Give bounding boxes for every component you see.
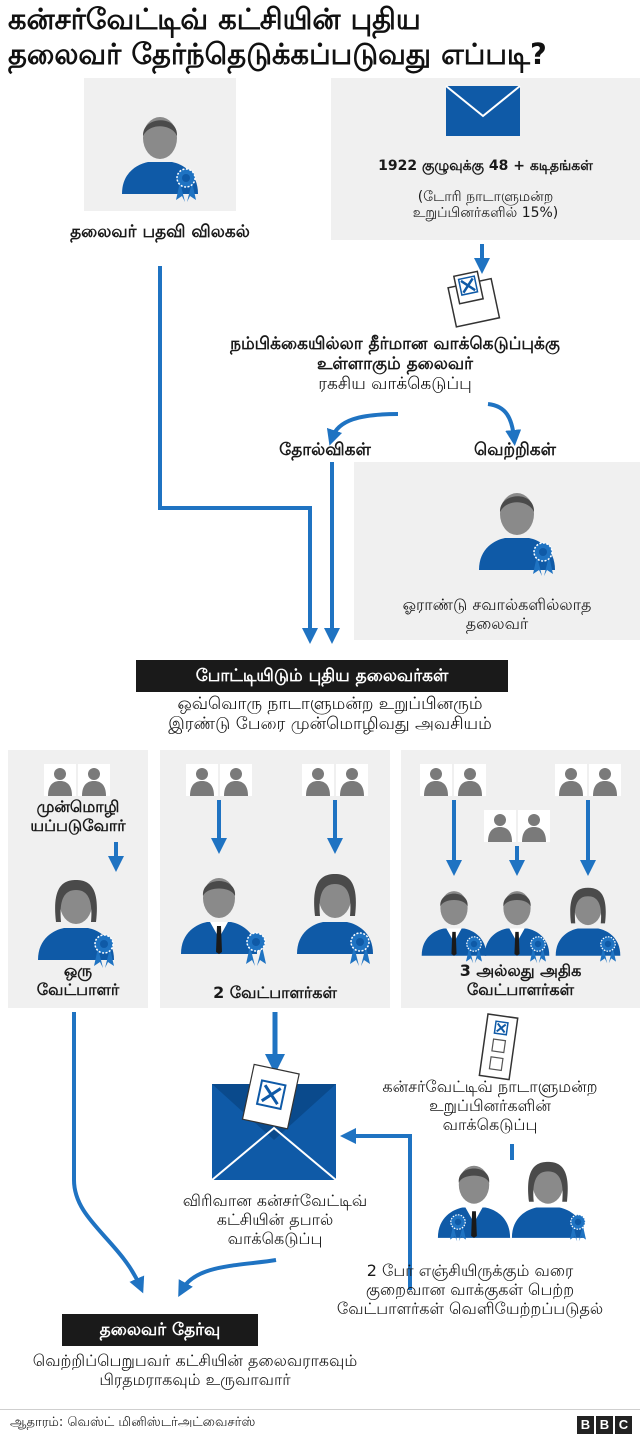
letters-block: 1922 குழுவுக்கு 48 + கடிதங்கள் (டோரி நாட… [331,158,640,222]
arrow-icon [340,1128,412,1290]
confidence-line-2: உள்ளாகும் தலைவர் [316,354,473,375]
letters-note-2: உறுப்பினர்களில் 15%) [412,205,559,222]
result-block: வெற்றிப்பெறுபவர் கட்சியின் தலைவராகவும் ப… [0,1351,390,1390]
bbc-logo-letter: C [615,1416,632,1434]
nominators-line-2: யப்படுவோர் [30,815,126,835]
win-caption-1: ஓராண்டு சவால்களில்லாத [402,595,592,614]
footer-divider [0,1409,640,1410]
result-line-2: பிரதமராகவும் உருவாவார் [99,1369,291,1389]
arrow-icon [178,1258,277,1298]
mp-vote-line-3: வாக்கெடுப்பு [442,1114,538,1134]
envelope-icon [211,1063,337,1181]
nominators-icon [420,764,486,796]
postal-vote-line-3: வாக்கெடுப்பு [227,1228,323,1248]
elimination-line-2: குறைவான வாக்குகள் பெற்ற [365,1279,575,1299]
three-candidates-line-1: 3 அல்லது அதிக [459,961,582,980]
three-candidates-line-2: வேட்பாளர்கள் [466,979,575,999]
ballot-box-icon [447,270,501,328]
leader-resigns-label: தலைவர் பதவி விலகல் [70,222,250,242]
one-candidate-line-2: வேட்பாளர் [36,979,120,999]
two-candidates-caption: 2 வேட்பாளர்கள் [213,983,337,1002]
win-label: வெற்றிகள் [474,440,556,460]
nominators-icon [302,764,368,796]
nominators-icon [44,764,110,796]
nominators-icon [555,764,621,796]
postal-vote-line-2: கட்சியின் தபால் [216,1209,334,1229]
title-line-1: கன்சர்வேட்டிவ் கட்சியின் புதிய [8,2,421,36]
three-candidates-caption: 3 அல்லது அதிக வேட்பாளர்கள் [401,961,640,1000]
envelope-icon [445,85,521,136]
mp-vote-line-1: கன்சர்வேட்டிவ் நாடாளுமன்ற [382,1077,598,1096]
bbc-logo: B B C [577,1416,632,1434]
candidates-rule-1: ஒவ்வொரு நாடாளுமன்ற உறுப்பினரும் [177,694,483,714]
arrow-icon [487,402,522,446]
letters-note-1: (டோரி நாடாளுமன்ற [417,188,554,205]
confidence-line-1: நம்பிக்கையில்லா தீர்மான வாக்கெடுப்புக்கு [230,334,560,354]
elimination-line-3: வேட்பாளர்கள் வெளியேற்றப்படுதல் [336,1298,604,1318]
one-candidate-line-1: ஒரு [63,961,93,980]
one-candidate-caption: ஒரு வேட்பாளர் [8,961,148,1000]
letters-line: 1922 குழுவுக்கு 48 + கடிதங்கள் [378,158,593,174]
nominators-icon [484,810,550,842]
confidence-vote-block: நம்பிக்கையில்லா தீர்மான வாக்கெடுப்புக்கு… [150,334,640,394]
candidates-rule: ஒவ்வொரு நாடாளுமன்ற உறுப்பினரும் இரண்டு ப… [60,694,600,734]
result-header: தலைவர் தேர்வு [62,1314,258,1346]
postal-vote-block: விரிவான கன்சர்வேட்டிவ் கட்சியின் தபால் வ… [150,1191,400,1249]
elimination-block: 2 பேர் எஞ்சியிருக்கும் வரை குறைவான வாக்க… [300,1261,640,1319]
elimination-line-1: 2 பேர் எஞ்சியிருக்கும் வரை [366,1261,574,1280]
confidence-line-3: ரகசிய வாக்கெடுப்பு [318,374,472,395]
arrow-icon [72,1012,145,1294]
postal-vote-line-1: விரிவான கன்சர்வேட்டிவ் [182,1191,368,1210]
win-caption: ஓராண்டு சவால்களில்லாத தலைவர் [354,595,640,634]
person-icon [181,878,257,954]
nominators-label: முன்மொழி யப்படுவோர் [8,797,148,836]
ballot-paper-icon [478,1013,519,1081]
mp-vote-block: கன்சர்வேட்டிவ் நாடாளுமன்ற உறுப்பினர்களின… [340,1077,640,1135]
candidates-header: போட்டியிடும் புதிய தலைவர்கள் [136,660,508,692]
arrow-icon [326,412,399,446]
nominators-icon [186,764,252,796]
candidates-rule-2: இரண்டு பேரை முன்மொழிவது அவசியம் [168,714,492,735]
title-line-2: தலைவர் தேர்ந்தெடுக்கப்படுவது எப்படி? [8,36,547,71]
lose-label: தோல்விகள் [279,440,371,460]
bbc-logo-letter: B [577,1416,594,1434]
page-title: கன்சர்வேட்டிவ் கட்சியின் புதிய தலைவர் தே… [8,2,640,72]
win-caption-2: தலைவர் [465,613,529,633]
mp-vote-line-2: உறுப்பினர்களின் [429,1095,551,1115]
arrow-icon [158,266,318,644]
nominators-line-1: முன்மொழி [36,797,120,816]
bbc-logo-letter: B [596,1416,613,1434]
result-line-1: வெற்றிப்பெறுபவர் கட்சியின் தலைவராகவும் [32,1351,358,1370]
source-note: ஆதாரம்: வெஸ்ட் மினிஸ்டர்அட்வைசர்ஸ் [10,1415,256,1430]
person-icon [437,1165,511,1238]
